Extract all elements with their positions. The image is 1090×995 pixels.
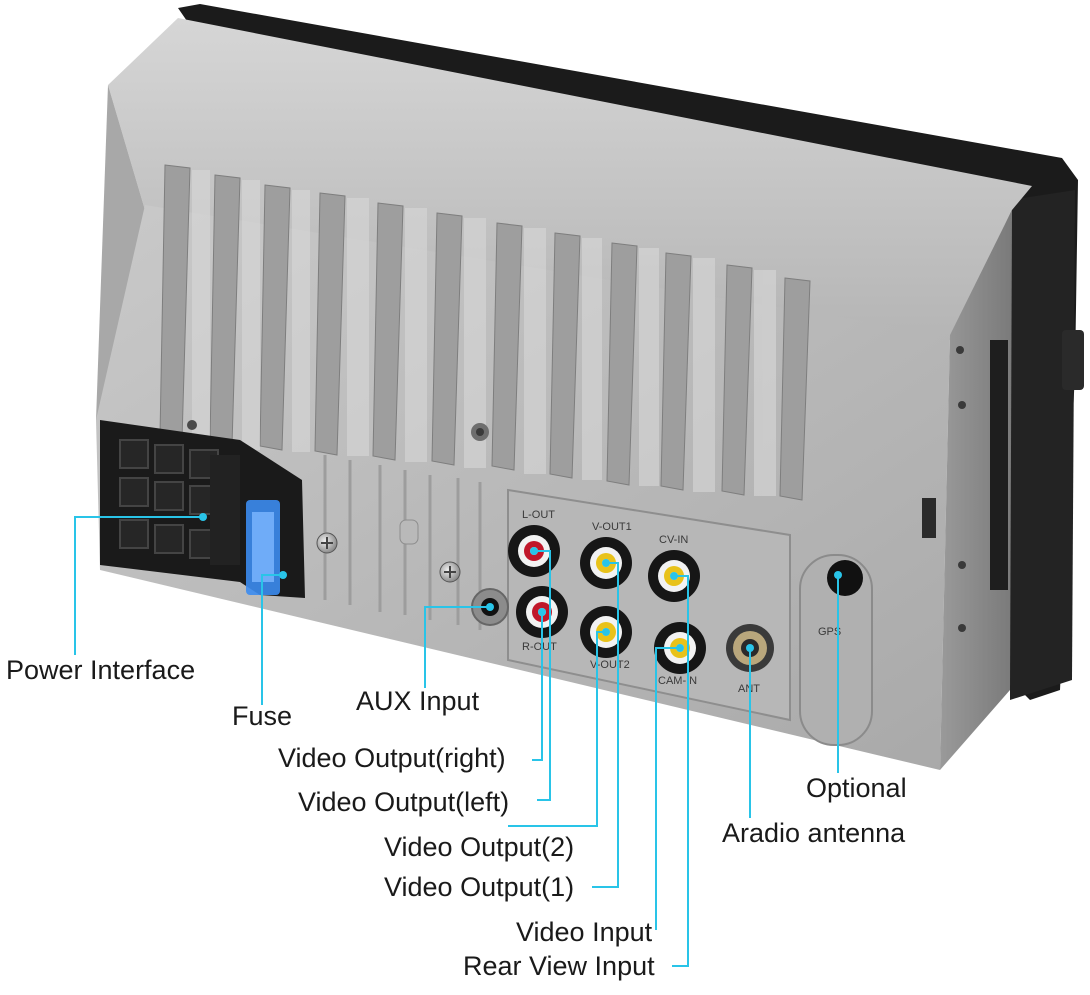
volume-knob xyxy=(1062,330,1084,390)
jack-label-v-out1: V-OUT1 xyxy=(592,521,632,533)
jack-label-cv-in: CV-IN xyxy=(659,534,688,546)
callout-aux-input: AUX Input xyxy=(356,686,480,716)
callout-optional: Optional xyxy=(806,773,907,803)
callout-video-output-1: Video Output(1) xyxy=(384,872,575,902)
callout-fuse: Fuse xyxy=(232,701,293,731)
callout-line-video-1 xyxy=(592,562,619,888)
callout-line-video-input xyxy=(655,647,680,930)
callout-line-video-2 xyxy=(508,631,606,827)
callout-radio-antenna: Aradio antenna xyxy=(722,818,906,848)
side-bracket xyxy=(990,340,1008,590)
callout-video-output-2: Video Output(2) xyxy=(384,832,575,862)
callout-lines xyxy=(74,516,839,967)
callout-line-aux xyxy=(424,606,490,688)
housing-top xyxy=(108,18,1032,340)
jack-label-v-out2: V-OUT2 xyxy=(590,659,630,671)
callout-video-input: Video Input xyxy=(516,917,653,947)
jack-label-l-out: L-OUT xyxy=(522,509,555,521)
housing-left-side xyxy=(96,85,145,420)
callout-video-output-right: Video Output(right) xyxy=(278,743,506,773)
callout-line-video-right xyxy=(532,612,543,761)
jack-label-r-out: R-OUT xyxy=(522,641,557,653)
callout-power-interface: Power Interface xyxy=(6,655,196,685)
callout-line-video-left xyxy=(534,550,551,801)
gps-socket xyxy=(799,554,873,746)
side-slot xyxy=(922,498,936,538)
callout-line-rear-view xyxy=(672,575,689,967)
fuse xyxy=(246,500,280,595)
callout-video-output-left: Video Output(left) xyxy=(298,787,510,817)
callout-line-fuse xyxy=(261,574,283,705)
jack-label-cam-in: CAM-IN xyxy=(658,675,697,687)
heatsink-fins xyxy=(159,164,811,501)
callout-line-power xyxy=(74,516,203,655)
callout-rear-view-input: Rear View Input xyxy=(463,951,655,981)
jack-label-gps: GPS xyxy=(818,626,841,638)
